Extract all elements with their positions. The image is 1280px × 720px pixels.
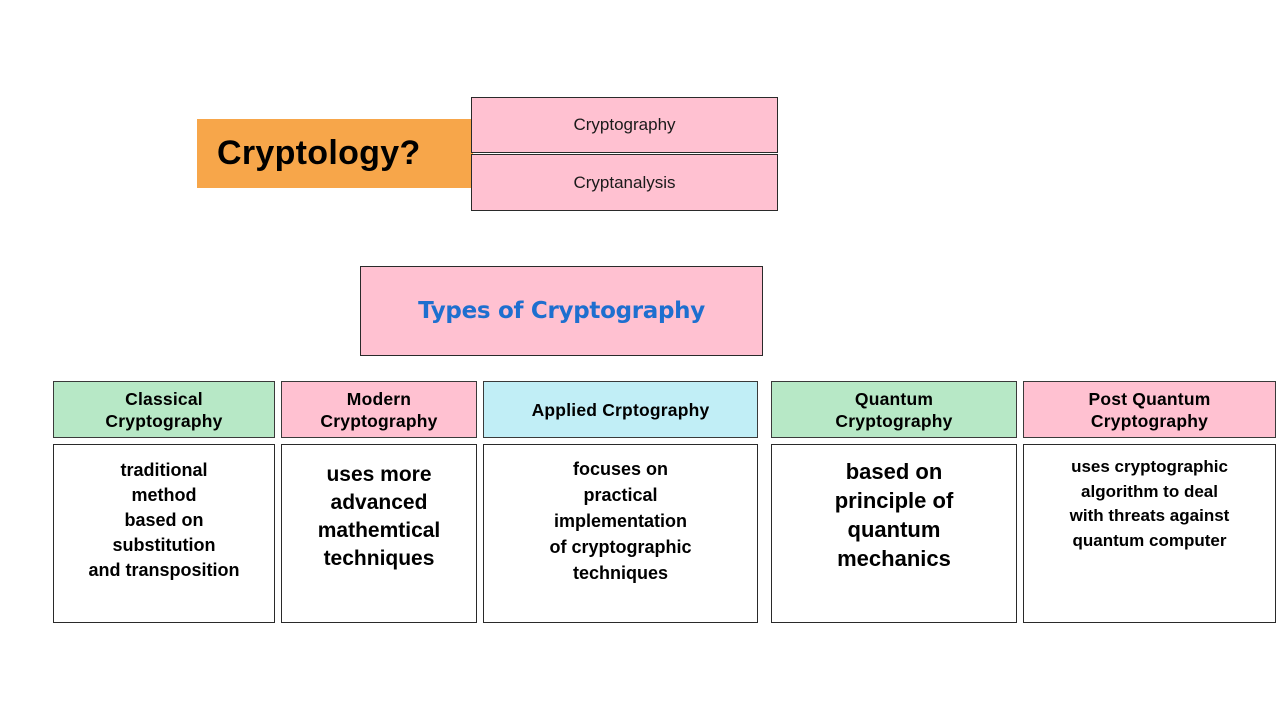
description-line: mechanics (837, 546, 951, 571)
description-line: and transposition (88, 560, 240, 580)
description-line: techniques (323, 547, 435, 570)
header-line: Cryptography (105, 410, 223, 431)
header-line: Classical (125, 388, 203, 409)
description-line: uses more (326, 463, 432, 486)
description-line: quantum computer (1072, 530, 1227, 550)
header-line: Quantum (854, 388, 934, 409)
description-line: quantum (847, 517, 941, 542)
description-line: substitution (112, 535, 216, 555)
description-line: principle of (834, 488, 954, 513)
description-line: of cryptographic (549, 537, 692, 557)
description-line: traditional (120, 460, 208, 480)
header-line: Applied Crptography (531, 399, 710, 420)
description-line: method (131, 485, 197, 505)
header-line: Cryptography (835, 410, 953, 431)
category-body-applied: focuses on practical implementation of c… (483, 444, 758, 623)
description-line: based on (124, 510, 204, 530)
branch-cryptography-label: Cryptography (573, 115, 676, 134)
cryptology-title: Cryptology? (217, 134, 421, 172)
header-line: Post Quantum (1088, 388, 1211, 409)
category-body-classical: traditional method based on substitution… (53, 444, 275, 623)
category-body-modern: uses more advanced mathemtical technique… (281, 444, 477, 623)
category-body-post-quantum: uses cryptographic algorithm to deal wit… (1023, 444, 1276, 623)
branch-cryptanalysis-box: Cryptanalysis (471, 154, 778, 211)
description-line: mathemtical (317, 519, 441, 542)
cryptology-title-block: Cryptology? (197, 119, 473, 188)
header-line: Cryptography (1090, 410, 1209, 431)
description-line: implementation (553, 511, 687, 531)
category-header-applied: Applied Crptography (483, 381, 758, 438)
description-line: uses cryptographic (1071, 457, 1228, 476)
types-of-cryptography-box: Types of Cryptography (360, 266, 763, 356)
category-body-quantum: based on principle of quantum mechanics (771, 444, 1017, 623)
header-line: Cryptography (320, 410, 438, 431)
description-line: algorithm to deal (1081, 481, 1218, 501)
description-line: focuses on (572, 459, 669, 479)
description-line: based on (845, 459, 943, 484)
description-line: advanced (330, 491, 428, 514)
category-header-classical: Classical Cryptography (53, 381, 275, 438)
category-header-post-quantum: Post Quantum Cryptography (1023, 381, 1276, 438)
description-line: with threats against (1069, 506, 1230, 525)
description-line: practical (583, 485, 658, 505)
types-of-cryptography-heading: Types of Cryptography (418, 298, 705, 324)
description-line: techniques (572, 563, 669, 583)
header-line: Modern (346, 388, 412, 409)
category-header-modern: Modern Cryptography (281, 381, 477, 438)
branch-cryptanalysis-label: Cryptanalysis (573, 172, 676, 192)
branch-cryptography-box: Cryptography (471, 97, 778, 153)
category-header-quantum: Quantum Cryptography (771, 381, 1017, 438)
